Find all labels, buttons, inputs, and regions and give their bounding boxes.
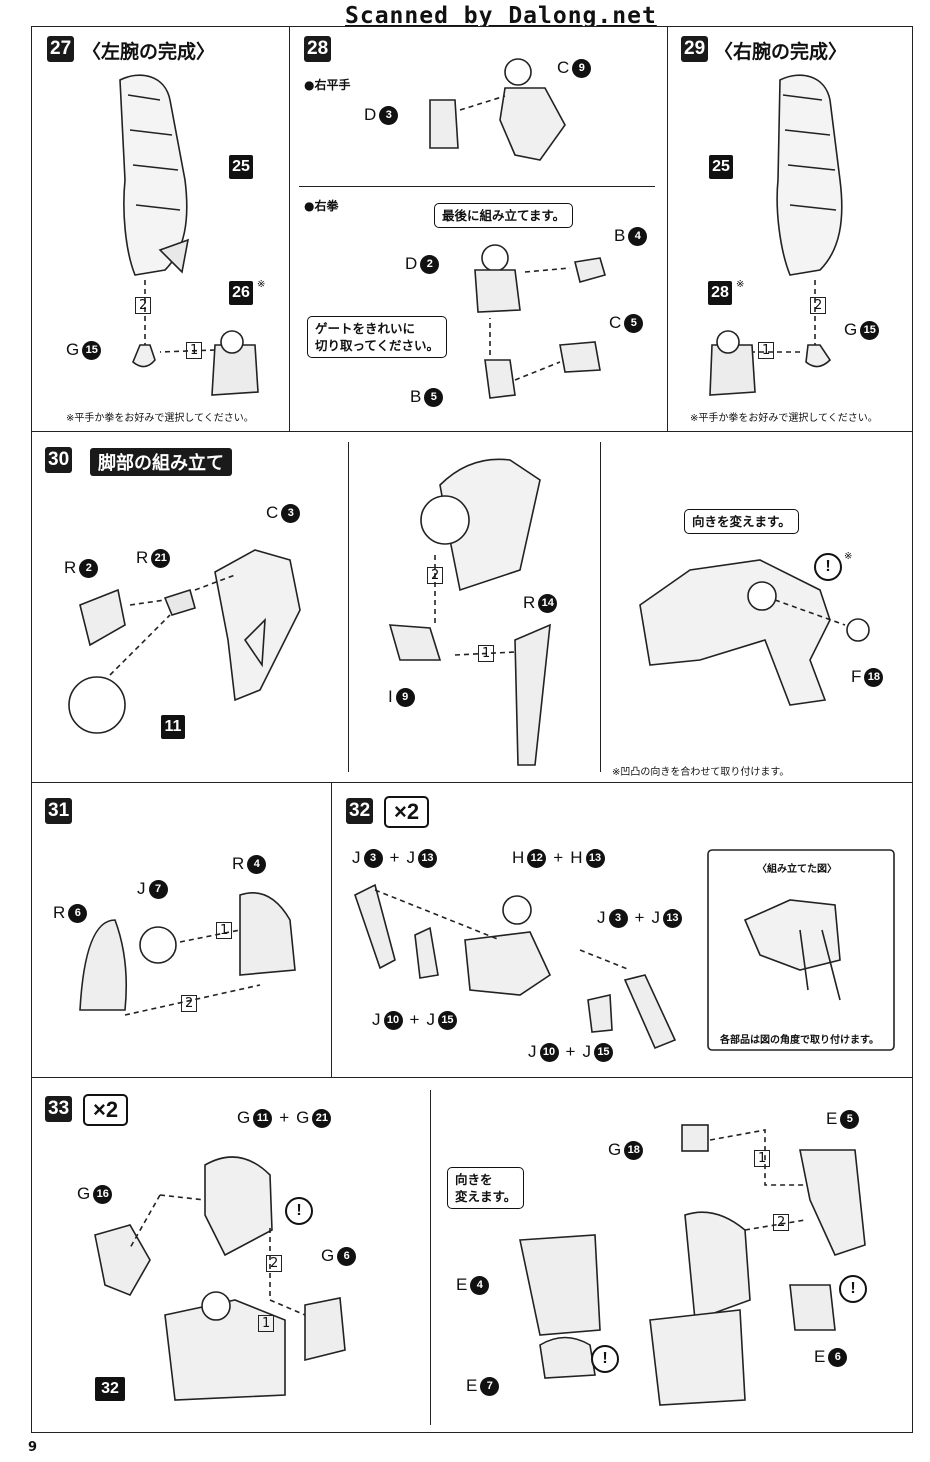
step-30-divider-2 xyxy=(600,442,601,772)
step-33-multiplier: ×2 xyxy=(83,1094,129,1126)
step-27-title: 〈左腕の完成〉 xyxy=(82,41,216,63)
step-seq-badge: 2 xyxy=(427,567,444,584)
warning-icon: ! xyxy=(814,553,842,581)
step-seq-badge: 1 xyxy=(186,342,203,359)
step-28-sub-fist: ●右拳 xyxy=(304,199,339,213)
callout-assemble-last: 最後に組み立てます。 xyxy=(434,203,574,228)
step-30-number: 30 xyxy=(45,447,73,473)
step-32-multiplier: ×2 xyxy=(384,796,430,828)
step-29-note: ※平手か拳をお好みで選択してください。 xyxy=(690,413,878,424)
part-ref-25: 25 xyxy=(709,155,733,179)
step-33-number: 33 xyxy=(45,1096,73,1122)
ref-mark: ※ xyxy=(257,279,266,290)
callout-line1: 向きを xyxy=(455,1172,493,1187)
step-28-divider xyxy=(299,186,655,187)
warning-icon: ! xyxy=(591,1345,619,1373)
part-ref-28: 28 xyxy=(708,281,732,305)
callout-trim-gate: ゲートをきれいに 切り取ってください。 xyxy=(307,316,448,358)
callout-change-direction: 向きを 変えます。 xyxy=(447,1167,525,1209)
step-29-title: 〈右腕の完成〉 xyxy=(714,41,848,63)
step-seq-badge: 2 xyxy=(181,995,198,1012)
step-28-number: 28 xyxy=(304,36,332,62)
warning-icon: ! xyxy=(285,1197,313,1225)
callout-trim-gate-line2: 切り取ってください。 xyxy=(315,338,440,353)
step-32-number: 32 xyxy=(346,798,374,824)
callout-line2: 変えます。 xyxy=(455,1189,517,1204)
step-seq-badge: 1 xyxy=(478,645,495,662)
callout-trim-gate-line1: ゲートをきれいに xyxy=(315,321,416,336)
step-30-note: ※凹凸の向きを合わせて取り付けます。 xyxy=(612,767,790,778)
part-ref-11: 11 xyxy=(161,715,185,739)
watermark: Scanned by Dalong.net xyxy=(345,3,657,29)
step-seq-badge: 1 xyxy=(258,1315,275,1332)
step-seq-badge: 2 xyxy=(810,297,827,314)
step-28-sub-open-hand: ●右平手 xyxy=(304,78,351,92)
inset-title: 〈組み立てた図〉 xyxy=(757,864,837,875)
ref-mark: ※ xyxy=(736,279,745,290)
step-30-divider-1 xyxy=(348,442,349,772)
page-number: 9 xyxy=(28,1440,38,1455)
step-27-number: 27 xyxy=(47,36,75,62)
step-seq-badge: 2 xyxy=(135,297,152,314)
warning-icon: ! xyxy=(839,1275,867,1303)
step-seq-badge: 1 xyxy=(758,342,775,359)
step-seq-badge: 1 xyxy=(216,922,233,939)
step-33-divider xyxy=(430,1090,431,1425)
part-ref-32: 32 xyxy=(95,1377,125,1401)
part-ref-25: 25 xyxy=(229,155,253,179)
callout-change-direction: 向きを変えます。 xyxy=(684,509,799,534)
warning-mark: ※ xyxy=(844,551,853,562)
step-31-number: 31 xyxy=(45,798,73,824)
inset-note: 各部品は図の角度で取り付けます。 xyxy=(720,1035,879,1046)
step-30-title: 脚部の組み立て xyxy=(90,448,232,476)
part-ref-26: 26 xyxy=(229,281,253,305)
step-seq-badge: 2 xyxy=(773,1214,790,1231)
step-seq-badge: 2 xyxy=(266,1255,283,1272)
step-27-note: ※平手か拳をお好みで選択してください。 xyxy=(66,413,254,424)
step-seq-badge: 1 xyxy=(754,1150,771,1167)
step-29-number: 29 xyxy=(681,36,709,62)
